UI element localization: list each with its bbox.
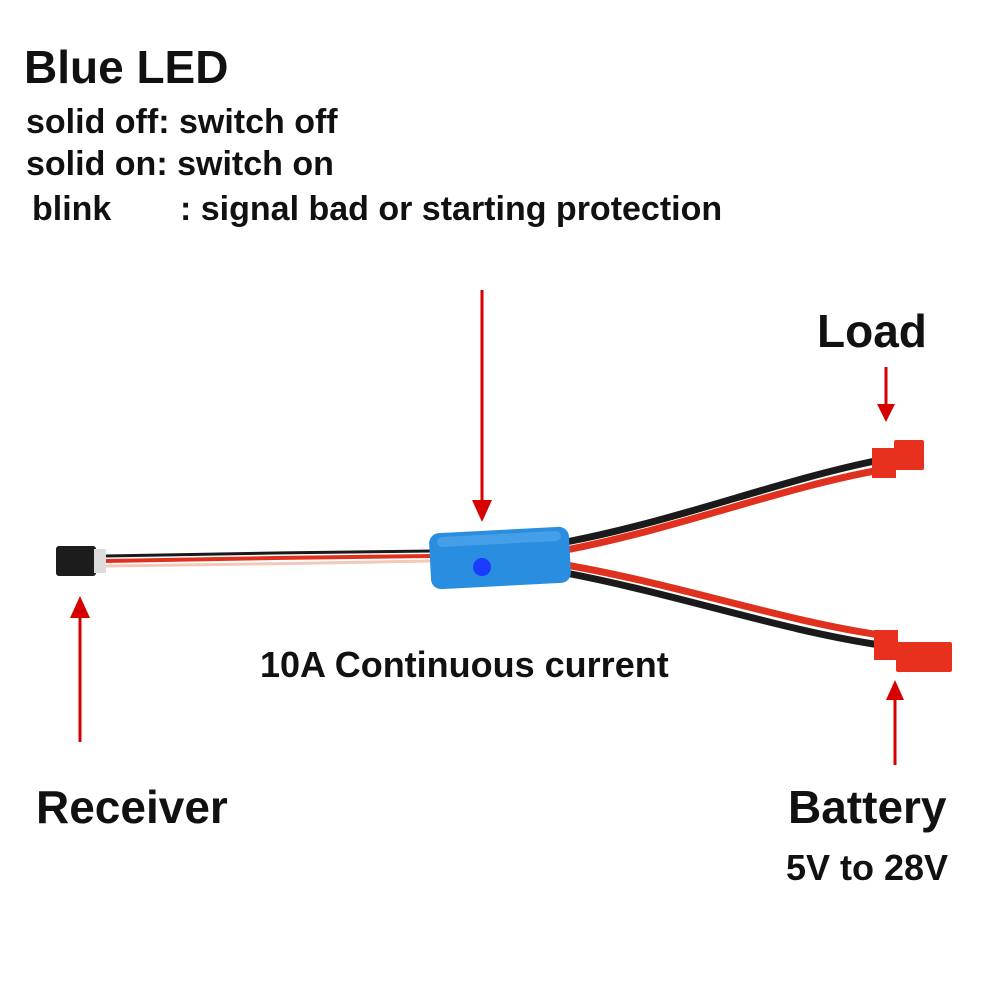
current-rating-label: 10A Continuous current: [260, 644, 669, 685]
legend-solid-off: solid off: switch off: [26, 103, 338, 141]
legend-blink-value: : signal bad or starting protection: [180, 190, 723, 228]
legend-title: Blue LED: [24, 41, 229, 93]
battery-cable: [565, 561, 881, 649]
legend-solid-on: solid on: switch on: [26, 145, 334, 183]
switch-module: [429, 526, 571, 590]
battery-arrow: [886, 680, 904, 765]
battery-connector: [874, 630, 952, 672]
load-label: Load: [817, 305, 927, 357]
led-indicator-icon: [473, 558, 491, 576]
battery-label: Battery: [788, 781, 947, 833]
led-arrow: [472, 290, 492, 522]
load-arrow: [877, 367, 895, 422]
receiver-label: Receiver: [36, 781, 228, 833]
load-connector: [872, 440, 924, 478]
load-cable: [565, 456, 881, 554]
voltage-range-label: 5V to 28V: [786, 847, 949, 888]
receiver-connector: [56, 546, 106, 576]
receiver-arrow: [70, 596, 90, 742]
legend-blink-key: blink: [32, 190, 112, 228]
receiver-cable: [103, 549, 433, 568]
